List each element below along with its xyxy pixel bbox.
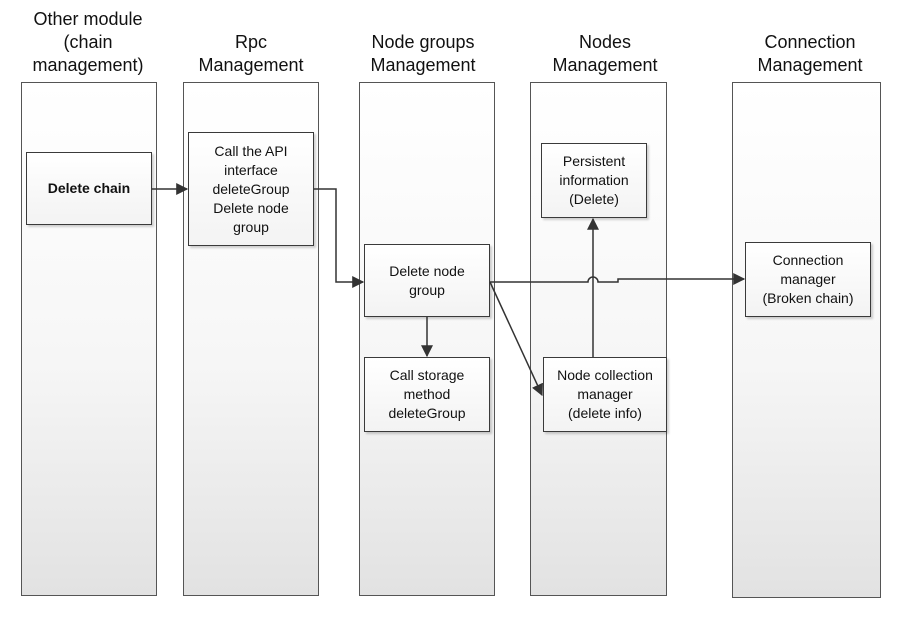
lane-title-nodes: Nodes Management bbox=[552, 32, 658, 75]
lane-title-other-module: Other module (chain management) bbox=[32, 9, 144, 75]
lane-title-node-groups: Node groups Management bbox=[370, 32, 476, 75]
delete-chain-box: Delete chain bbox=[26, 152, 152, 225]
call-api-box: Call the API interface deleteGroup Delet… bbox=[188, 132, 314, 246]
delete-node-group-box: Delete node group bbox=[364, 244, 490, 317]
persistent-info-box: Persistent information (Delete) bbox=[541, 143, 647, 218]
arrow-api-to-delete-node-group bbox=[314, 188, 365, 288]
node-collection-box: Node collection manager (delete info) bbox=[543, 357, 667, 432]
connection-manager-box: Connection manager (Broken chain) bbox=[745, 242, 871, 317]
lane-title-rpc: Rpc Management bbox=[198, 32, 304, 75]
arrow-delete-node-group-to-node-collection bbox=[489, 281, 543, 397]
lane-title-connection: Connection Management bbox=[757, 32, 863, 75]
call-storage-box: Call storage method deleteGroup bbox=[364, 357, 490, 432]
lane-connection bbox=[732, 82, 881, 598]
arrow-delete-node-group-to-connection bbox=[490, 273, 746, 285]
